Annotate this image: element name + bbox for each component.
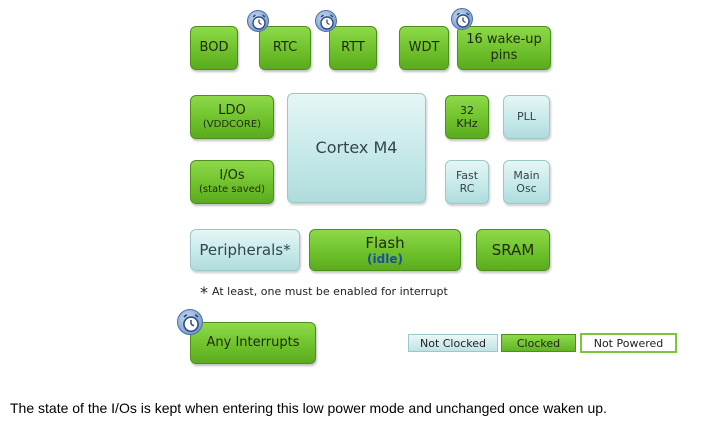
flash-block: Flash (idle) [309, 229, 461, 271]
legend-not-clocked: Not Clocked [408, 334, 498, 352]
footnote-text: At least, one must be enabled for interr… [212, 285, 448, 298]
rtc-label: RTC [272, 40, 298, 56]
any-interrupts-block: Any Interrupts [190, 322, 316, 364]
ios-label: I/Os [219, 168, 245, 184]
legend-not-powered: Not Powered [580, 333, 677, 353]
pll-block: PLL [503, 95, 550, 139]
cortex-label: Cortex M4 [315, 138, 398, 158]
main-osc-block: Main Osc [503, 160, 550, 204]
legend-not-clocked-label: Not Clocked [419, 336, 486, 350]
legend-clocked-label: Clocked [516, 336, 561, 350]
peripherals-label: Peripherals* [199, 241, 291, 259]
peripherals-block: Peripherals* [190, 229, 300, 271]
wdt-block: WDT [399, 26, 449, 70]
ldo-block: LDO (VDDCORE) [190, 95, 274, 139]
legend-not-powered-label: Not Powered [593, 336, 664, 350]
32khz-label: 32 [460, 103, 474, 117]
alarm-clock-icon [247, 10, 269, 32]
ios-sublabel: (state saved) [198, 183, 266, 195]
ios-block: I/Os (state saved) [190, 160, 274, 204]
alarm-clock-icon [177, 309, 203, 335]
wakeup-pins-block: 16 wake-up pins [457, 26, 551, 70]
ldo-label: LDO [218, 103, 246, 119]
wakeup-label: 16 wake-up [466, 32, 542, 48]
fast-rc-label-2: RC [459, 182, 475, 195]
cortex-m4-block: Cortex M4 [287, 93, 426, 203]
footnote-star: * [200, 283, 208, 302]
32khz-label-2: KHz [456, 117, 478, 130]
flash-state: (idle) [367, 251, 403, 266]
sram-label: SRAM [491, 241, 535, 259]
alarm-clock-icon [315, 10, 337, 32]
caption: The state of the I/Os is kept when enter… [10, 400, 607, 416]
legend-clocked: Clocked [501, 334, 576, 352]
main-osc-label-2: Osc [516, 182, 537, 195]
ldo-sublabel: (VDDCORE) [202, 118, 262, 130]
bod-label: BOD [199, 40, 229, 56]
sram-block: SRAM [476, 229, 550, 271]
alarm-clock-icon [451, 8, 473, 30]
pll-label: PLL [517, 110, 536, 124]
bod-block: BOD [190, 26, 238, 70]
fast-rc-block: Fast RC [445, 160, 489, 204]
rtt-label: RTT [341, 40, 365, 56]
rtt-block: RTT [329, 26, 377, 70]
wdt-label: WDT [408, 40, 440, 56]
rtc-block: RTC [259, 26, 311, 70]
any-interrupts-label: Any Interrupts [206, 335, 300, 351]
main-osc-label: Main [513, 168, 540, 182]
fast-rc-label: Fast [455, 168, 479, 182]
32khz-block: 32 KHz [445, 95, 489, 139]
flash-label: Flash [365, 233, 405, 252]
footnote: * At least, one must be enabled for inter… [200, 283, 448, 302]
wakeup-label-2: pins [490, 48, 518, 63]
